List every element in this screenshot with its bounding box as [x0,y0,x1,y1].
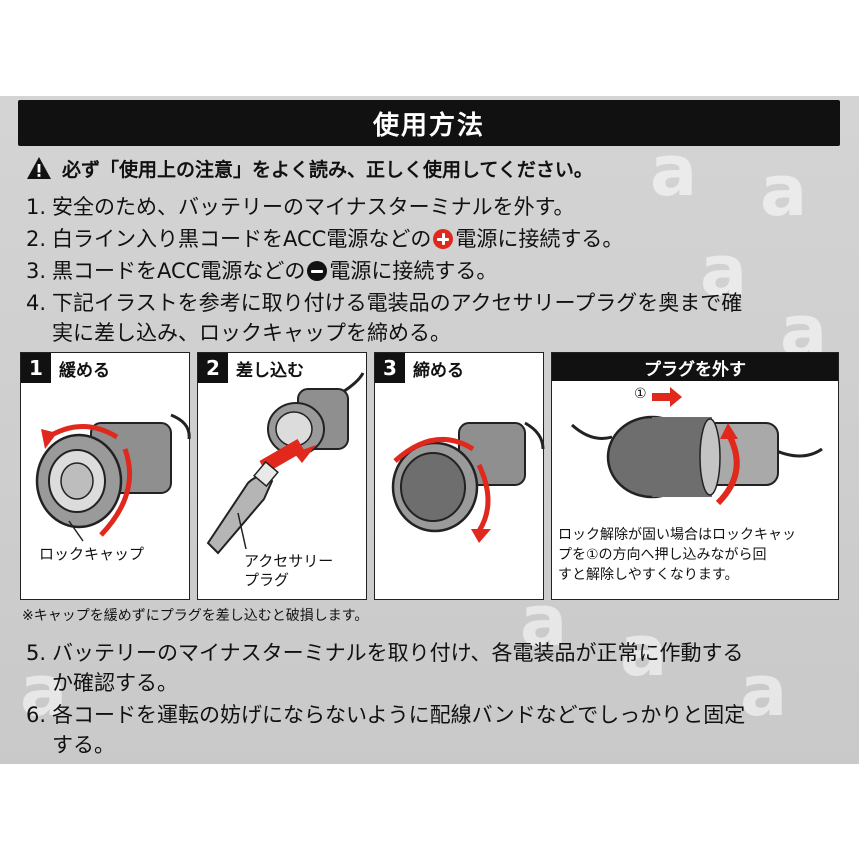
watermark-icon: a [620,610,668,692]
panel-title: プラグを外す [552,353,838,381]
step-4: 4.下記イラストを参考に取り付ける電装品のアクセサリープラグを奥まで確 実に差し… [26,291,743,345]
section-title: 使用方法 [18,100,840,146]
insert-illustration [206,372,365,555]
step-number-badge: 2 [198,353,228,383]
step-number-badge: 1 [21,353,51,383]
step-6: 6.各コードを運転の妨げにならないように配線バンドなどでしっかりと固定 する。 [26,703,746,757]
minus-icon [307,261,328,281]
panel-title: 緩める [59,360,110,381]
loosen-illustration [35,413,191,542]
panel-title: 締める [413,360,464,381]
watermark-icon: a [760,150,808,232]
plus-icon [433,229,454,249]
watermark-icon: a [740,650,788,732]
remove-plug-illustration [570,387,823,506]
step-2: 2.白ライン入り黒コードをACC電源などの電源に接続する。 [26,227,624,251]
step-5: 5.バッテリーのマイナスターミナルを取り付け、各電装品が正常に作動する か確認す… [26,641,744,695]
watermark-icon: a [20,650,68,732]
direction-marker: ① [634,386,647,402]
step-1: 1.安全のため、バッテリーのマイナスターミナルを外す。 [26,195,575,219]
watermark-icon: a [650,130,698,212]
warning-icon [27,157,51,179]
accessory-plug-label: アクセサリープラグ [244,552,334,589]
panel-tighten: 3 締める [374,352,545,600]
panel-remove-plug: プラグを外す ① ロック解除が固い場合はロックキャッ プを①の方向へ押し込みなが… [551,352,839,600]
tighten-illustration [391,421,545,543]
remove-plug-description: ロック解除が固い場合はロックキャッ プを①の方向へ押し込みながら回 すと解除しや… [558,527,796,583]
panel-insert: 2 差し込む アクセサリープラグ [197,352,367,600]
warning-line: 必ず「使用上の注意」をよく読み、正しく使用してください。 [26,152,846,184]
panel-title: 差し込む [236,360,304,381]
step-3: 3.黒コードをACC電源などの電源に接続する。 [26,259,498,283]
step-number-badge: 3 [375,353,405,383]
caution-note: ※キャップを緩めずにプラグを差し込むと破損します。 [22,608,369,624]
lock-cap-label: ロックキャップ [39,545,145,563]
warning-text: 必ず「使用上の注意」をよく読み、正しく使用してください。 [62,158,593,181]
watermark-icon: a [700,230,748,312]
panel-loosen: 1 緩める ロックキャップ [20,352,191,600]
